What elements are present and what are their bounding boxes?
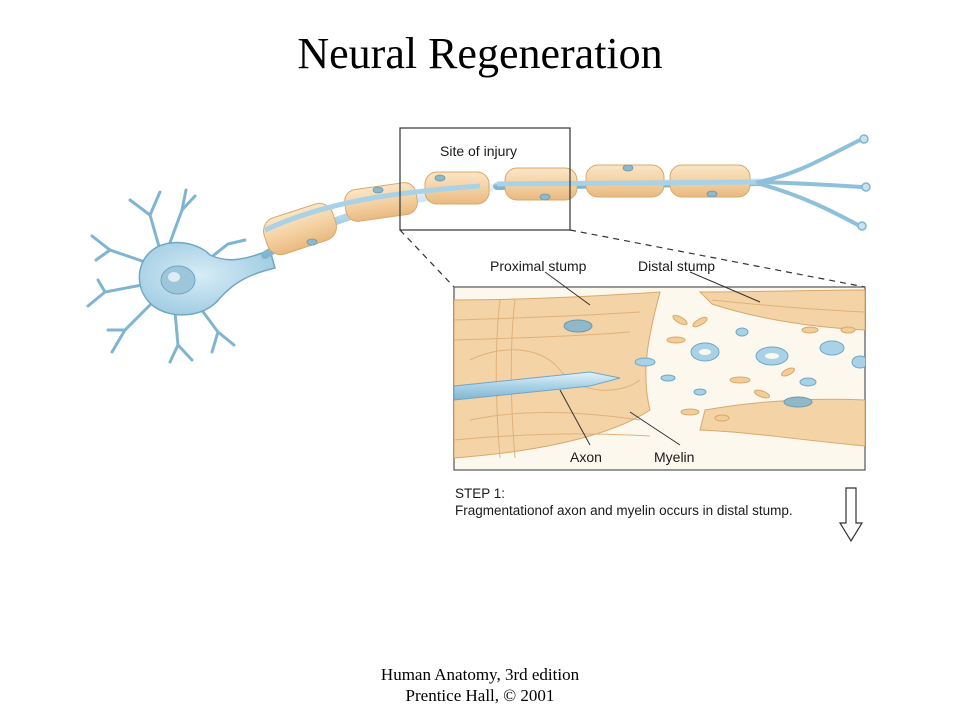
down-arrow-icon	[838, 487, 864, 543]
slide-title: Neural Regeneration	[297, 29, 663, 78]
footer-line-2: Prentice Hall, © 2001	[405, 686, 555, 705]
axon-label: Axon	[570, 449, 602, 465]
step-heading: STEP 1:	[455, 486, 506, 501]
injury-site-box	[399, 127, 571, 231]
site-of-injury-label: Site of injury	[440, 143, 517, 159]
schwann-nuclei	[306, 164, 718, 246]
step-text: Fragmentationof axon and myelin occurs i…	[455, 503, 793, 518]
dendrites	[86, 188, 247, 364]
axon-terminals	[756, 138, 864, 227]
proximal-stump-label: Proximal stump	[490, 258, 587, 274]
myelin-label: Myelin	[654, 449, 694, 465]
footer-credit: Human Anatomy, 3rd edition Prentice Hall…	[0, 664, 960, 706]
footer-line-1: Human Anatomy, 3rd edition	[380, 665, 580, 684]
distal-stump-label: Distal stump	[638, 258, 715, 274]
detail-panel	[453, 271, 866, 471]
myelin-fragments	[666, 314, 856, 422]
step-description: STEP 1: Fragmentationof axon and myelin …	[455, 485, 855, 519]
neuron-cell-body	[86, 188, 276, 364]
myelin-segments	[263, 164, 751, 256]
